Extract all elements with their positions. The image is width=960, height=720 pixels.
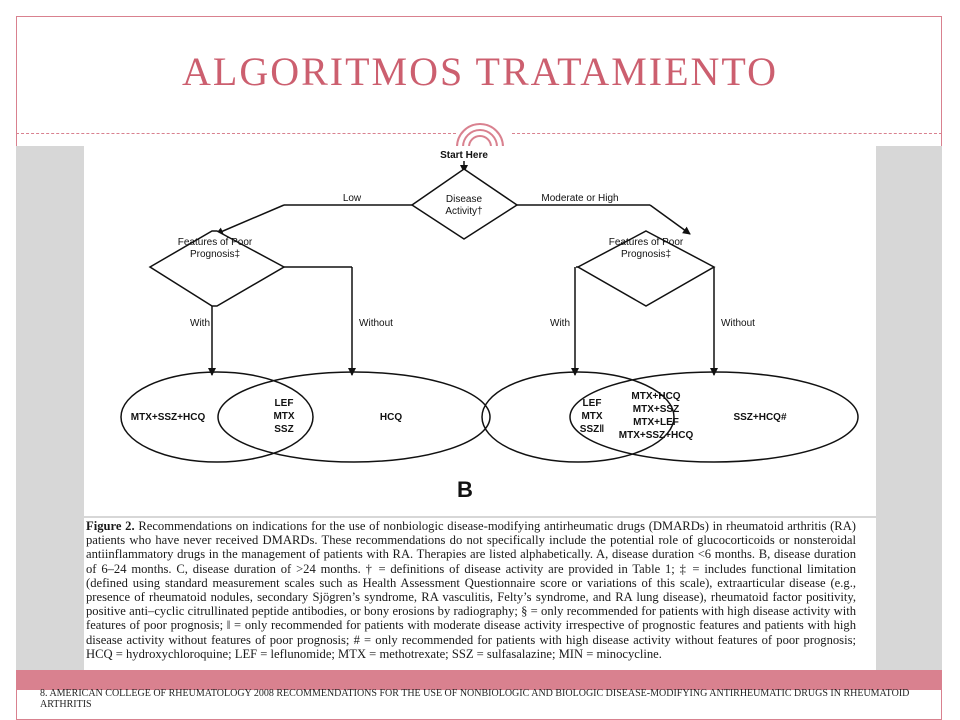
left-prognosis-label-1: Features of Poor — [178, 237, 253, 248]
left-with-label: With — [190, 318, 210, 329]
right-prognosis-diamond — [576, 230, 716, 307]
right-prognosis-label-2: Prognosis‡ — [621, 249, 671, 260]
left-venn-right-text: HCQ — [380, 412, 402, 423]
left-venn-center-text-3: SSZ — [274, 424, 293, 435]
panel-label: B — [457, 477, 473, 502]
flowchart-diagram: Start Here Disease Activity† Low Moderat… — [120, 150, 859, 502]
divider-right — [512, 133, 942, 134]
right-venn-center-text-4: MTX+SSZ+HCQ — [619, 430, 694, 441]
right-venn-left-text-2: MTX — [581, 411, 602, 422]
ornament-arcs-icon — [456, 123, 504, 147]
left-venn-left-ellipse — [120, 371, 314, 463]
right-venn-left-text-1: LEF — [583, 398, 602, 409]
right-venn-center-text-3: MTX+LEF — [633, 417, 679, 428]
left-venn-center-text-1: LEF — [275, 398, 294, 409]
start-label: Start Here — [440, 150, 488, 161]
caption-lead: Figure 2. — [86, 519, 135, 533]
low-branch-arrow — [215, 204, 285, 235]
right-venn-left-ellipse — [481, 371, 675, 463]
right-venn-left-text-3: SSZ‖ — [580, 424, 604, 435]
high-branch-label: Moderate or High — [541, 193, 618, 204]
left-prognosis-label-2: Prognosis‡ — [190, 249, 240, 260]
right-prognosis-label-1: Features of Poor — [609, 237, 684, 248]
divider-left — [16, 133, 456, 134]
right-without-label: Without — [721, 318, 755, 329]
right-venn-center-text-2: MTX+SSZ — [633, 404, 679, 415]
left-venn-center-text-2: MTX — [273, 411, 294, 422]
footer-bar — [16, 670, 942, 690]
figure-caption: Figure 2. Recommendations on indications… — [84, 518, 876, 686]
right-venn-center-text-1: MTX+HCQ — [631, 391, 680, 402]
low-branch-label: Low — [343, 193, 362, 204]
high-branch-arrow — [649, 204, 691, 235]
left-venn-left-text: MTX+SSZ+HCQ — [131, 412, 206, 423]
right-with-label: With — [550, 318, 570, 329]
right-venn-right-ellipse — [569, 371, 859, 463]
left-without-label: Without — [359, 318, 393, 329]
disease-activity-label-1: Disease — [446, 194, 483, 205]
right-venn-right-text: SSZ+HCQ# — [733, 412, 787, 423]
flowchart-figure: Start Here Disease Activity† Low Moderat… — [84, 146, 876, 516]
disease-activity-diamond — [410, 168, 519, 240]
caption-body: Recommendations on indications for the u… — [86, 519, 856, 661]
reference-footer: 8. AMERICAN COLLEGE OF RHEUMATOLOGY 2008… — [40, 688, 910, 710]
caption-text: Figure 2. Recommendations on indications… — [86, 519, 856, 661]
disease-activity-label-2: Activity† — [445, 206, 482, 217]
slide-title: ALGORITMOS TRATAMIENTO — [182, 49, 778, 94]
left-venn-right-ellipse — [217, 371, 491, 463]
